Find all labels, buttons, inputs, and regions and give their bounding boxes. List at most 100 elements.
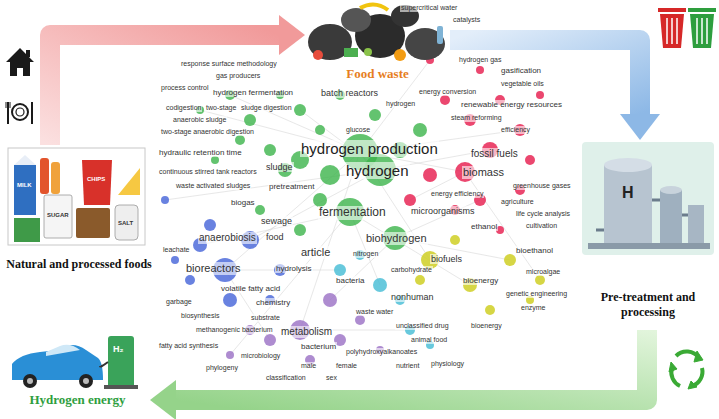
keyword-label: bacterium (300, 342, 337, 351)
keyword-label: hydrogen (345, 162, 410, 179)
dining-icon-part (6, 102, 10, 108)
sorting-bins-part (660, 14, 684, 48)
foods-picture (8, 148, 145, 245)
picture-text: H (621, 184, 635, 202)
hydrogen-plant-part (660, 190, 682, 243)
arrow-head (150, 380, 176, 419)
keyword-label: bioreactors (185, 262, 241, 275)
keyword-label: food (265, 232, 285, 242)
arrow-head (620, 114, 660, 140)
flow-arrow (150, 330, 647, 419)
keyword-label: chemistry (255, 298, 291, 307)
dining-icon-part (7, 102, 9, 124)
step-label: Pre-treatment and processing (584, 290, 712, 320)
keyword-label: biofuels (430, 254, 463, 264)
hydrogen-plant-part (604, 158, 652, 172)
keyword-label: substrate (250, 314, 281, 322)
keyword-label: nitrogen (352, 250, 379, 258)
keyword-label: unclassified drug (395, 322, 450, 330)
picture-text: SALT (117, 220, 134, 227)
house-icon (6, 48, 34, 76)
hydrogen-plant-part (688, 205, 704, 243)
cluster-yellow-part (535, 275, 545, 285)
cluster-purple-part (355, 315, 365, 325)
illustrated-step: Hydrogen energy (5, 325, 150, 415)
sorting-bins-part (697, 18, 707, 44)
keyword-label: energy conversion (418, 88, 477, 96)
keyword-label: leachate (162, 246, 190, 254)
picture-text: H₂ (112, 344, 125, 354)
keyword-label: bacteria (335, 276, 365, 285)
step-label: Food waste (346, 66, 408, 82)
cluster-green-part (313, 193, 327, 207)
waste-pile-part (344, 48, 358, 57)
foods-picture-part (115, 205, 138, 240)
keyword-label: fatty acid synthesis (158, 342, 219, 350)
keyword-label: steam reforming (450, 114, 503, 122)
hydrogen-car-part (12, 345, 103, 380)
keyword-label: female (335, 362, 358, 370)
hydrogen-plant-part (660, 186, 682, 194)
network-links-part (330, 238, 395, 300)
keyword-label: sludge (265, 162, 294, 172)
flow-arrow (450, 40, 660, 140)
cluster-blue-part (185, 275, 195, 285)
keyword-label: energy efficiency (430, 190, 484, 198)
cluster-blue (161, 196, 286, 307)
keyword-label: classification (265, 374, 307, 382)
keyword-label: hydrogen production (300, 140, 439, 157)
hydrogen-plant-part (596, 200, 688, 230)
keyword-label: two-stage anaerobic digestion (160, 128, 255, 136)
hydrogen-car-part (79, 374, 93, 388)
cluster-green-part (294, 224, 306, 236)
step-label: Natural and processed foods (6, 257, 151, 272)
foods-picture-part (118, 168, 140, 195)
cluster-green-part (255, 205, 265, 215)
keyword-label: male (300, 362, 317, 370)
keyword-label: metabolism (280, 326, 333, 338)
cluster-cyan-part (373, 278, 387, 292)
keyword-label: biohydrogen (365, 232, 428, 245)
keyword-label: cultivation (525, 222, 558, 230)
cluster-green-part (315, 125, 325, 135)
cluster-yellow-part (415, 275, 425, 285)
sorting-bins-part (688, 8, 716, 12)
keyword-label: catalysts (452, 16, 481, 24)
keyword-label: bioenergy (470, 322, 503, 330)
keyword-label: microalgae (525, 268, 561, 276)
hydrogen-plant-part (604, 165, 652, 243)
picture-text: MILK (16, 182, 33, 189)
keyword-label: anaerobic sludge (172, 116, 227, 124)
picture-text: SUGAR (46, 212, 70, 219)
keyword-label: microbiology (240, 352, 281, 360)
illustrated-step: Food waste (305, 0, 450, 85)
keyword-label: waste activated sludges (175, 182, 251, 190)
hydrogen-car-part (104, 385, 138, 389)
keyword-label: phylogeny (205, 364, 239, 372)
keyword-label: pretreatment (268, 182, 315, 191)
keyword-label: continuous stirred tank reactors (158, 168, 258, 176)
keyword-label: hydrogen (385, 100, 416, 108)
cluster-red-part (440, 95, 450, 105)
foods-picture-part (8, 148, 145, 245)
keyword-label: volatile fatty acid (220, 284, 281, 293)
cluster-yellow-part (504, 254, 516, 266)
keyword-label: bioenergy (462, 276, 499, 285)
keyword-label: polyhydroxyalkanoates (345, 348, 418, 356)
hydrogen-car-part (27, 378, 33, 384)
keyword-label: process control (160, 84, 209, 92)
keyword-label: hydraulic retention time (158, 148, 243, 157)
foods-picture-part (14, 155, 36, 165)
cluster-blue-part (171, 256, 179, 264)
sorting-bins-part (658, 8, 686, 12)
step-label: Hydrogen energy (29, 392, 125, 408)
dining-icon-part (31, 102, 33, 124)
cluster-yellow-part (485, 305, 495, 315)
keyword-label: biosynthesis (180, 312, 221, 320)
waste-pile-part (394, 49, 406, 61)
cluster-yellow-part (450, 235, 460, 245)
recycle-symbol-part (669, 351, 703, 389)
dining-icon (6, 102, 32, 124)
waste-pile-part (360, 4, 388, 10)
